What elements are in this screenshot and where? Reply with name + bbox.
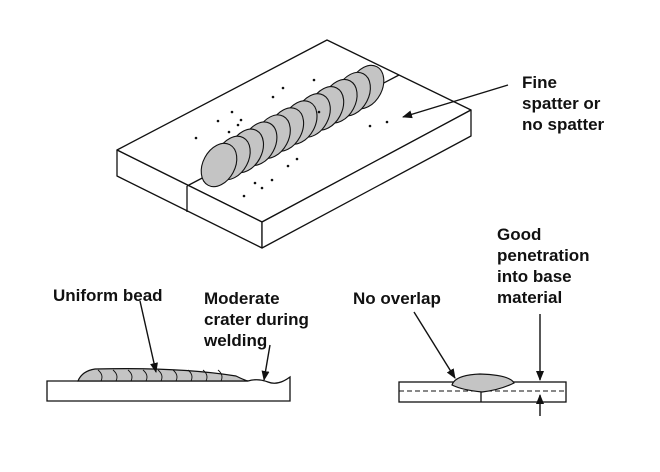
spatter-label: Fine spatter or no spatter — [522, 72, 604, 135]
crater-arrow — [261, 344, 271, 381]
penetration-label-line-4: material — [497, 288, 563, 307]
side-view-bead — [77, 368, 249, 382]
spatter-label-line-2: spatter or — [522, 94, 601, 113]
spatter-dot — [216, 119, 220, 123]
weld-bead-top — [200, 64, 385, 188]
spatter-dot — [239, 118, 243, 122]
side-bead-ripple — [97, 369, 103, 382]
uniform-bead-label: Uniform bead — [53, 285, 163, 306]
cross-section-bead — [451, 373, 515, 393]
spatter-dot — [230, 110, 234, 114]
crater-label-line-1: Moderate — [204, 289, 280, 308]
crater-label-line-2: crater during — [204, 310, 309, 329]
spatter-dot — [281, 86, 285, 90]
spatter-dot — [260, 186, 264, 190]
spatter-dot — [368, 124, 372, 128]
spatter-dot — [286, 164, 290, 168]
side-bead-ripple — [202, 369, 208, 382]
crater-label: Moderate crater during welding — [204, 288, 309, 351]
side-bead-ripple — [127, 369, 133, 382]
spatter-dots — [194, 78, 389, 198]
spatter-dot — [317, 110, 321, 114]
no-overlap-label: No overlap — [353, 288, 441, 309]
penetration-label-line-3: into base — [497, 267, 572, 286]
side-view-plate — [46, 375, 291, 402]
spatter-dot — [270, 178, 274, 182]
uniform-bead-arrow — [139, 300, 158, 373]
side-bead-ripple — [187, 369, 193, 382]
spatter-dot — [312, 78, 316, 82]
side-bead-ripple — [217, 369, 223, 382]
uniform-bead-label-line-1: Uniform bead — [53, 286, 163, 305]
spatter-dot — [295, 157, 299, 161]
plate-right-face — [261, 109, 472, 249]
penetration-label: Good penetration into base material — [497, 224, 590, 308]
spatter-dot — [194, 136, 198, 140]
spatter-dot — [236, 123, 240, 127]
side-bead-ripple — [112, 369, 118, 382]
spatter-dot — [385, 120, 389, 124]
bead-ripple — [200, 142, 238, 188]
spatter-arrow — [402, 84, 509, 119]
spatter-dot — [242, 194, 246, 198]
spatter-label-line-1: Fine — [522, 73, 557, 92]
side-bead-ripple — [157, 369, 163, 382]
spatter-dot — [271, 95, 275, 99]
spatter-label-line-3: no spatter — [522, 115, 605, 134]
spatter-dot — [227, 130, 231, 134]
penetration-label-line-1: Good — [497, 225, 542, 244]
spatter-dot — [253, 181, 257, 185]
no-overlap-arrow — [413, 311, 456, 379]
side-bead-ripple — [142, 369, 148, 382]
crater-label-line-3: welding — [204, 331, 268, 350]
penetration-label-line-2: penetration — [497, 246, 590, 265]
no-overlap-label-line-1: No overlap — [353, 289, 441, 308]
side-bead-ripple — [172, 369, 178, 382]
